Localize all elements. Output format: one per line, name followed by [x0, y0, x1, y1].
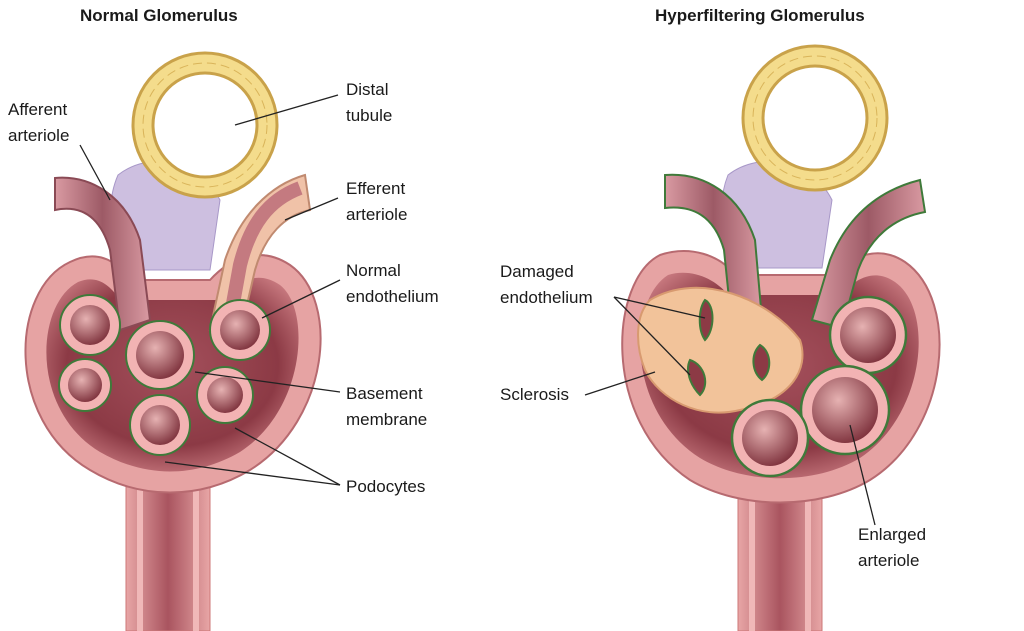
label-podocytes: Podocytes: [346, 477, 426, 496]
label-distal-tubule: Distal tubule: [346, 80, 393, 125]
left-panel-title: Normal Glomerulus: [80, 6, 238, 25]
label-normal-endothelium: Normal endothelium: [346, 261, 439, 306]
label-afferent-arteriole: Afferent arteriole: [8, 100, 70, 145]
label-enlarged-arteriole: Enlarged arteriole: [858, 525, 927, 570]
label-sclerosis: Sclerosis: [500, 385, 569, 404]
label-basement-membrane: Basement membrane: [346, 384, 428, 429]
right-glomerulus: [621, 44, 941, 631]
leader-lines: [79, 94, 876, 526]
right-panel-title: Hyperfiltering Glomerulus: [655, 6, 865, 25]
left-glomerulus: [24, 51, 322, 631]
label-efferent-arteriole: Efferent arteriole: [346, 179, 408, 224]
label-damaged-endothelium: Damaged endothelium: [500, 262, 593, 307]
